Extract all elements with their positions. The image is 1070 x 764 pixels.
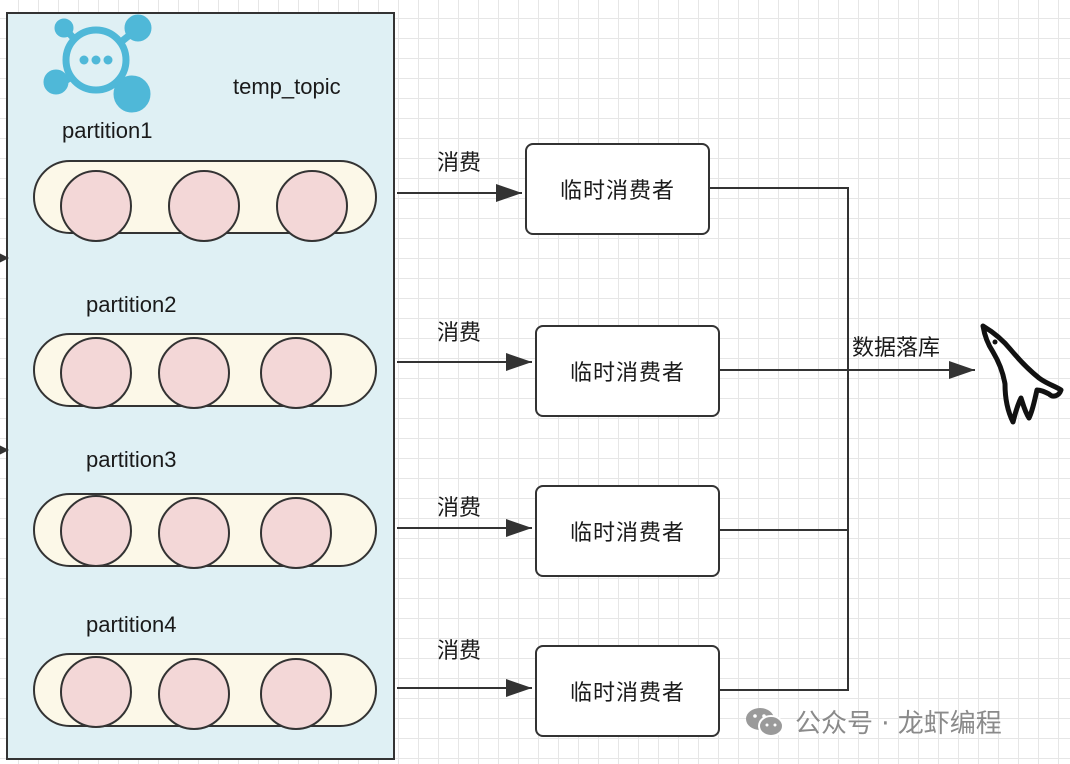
temp-consumer-node: 临时消费者 <box>535 325 720 417</box>
partition-label: partition3 <box>86 447 177 472</box>
mysql-dolphin-icon <box>980 323 1064 425</box>
message-circle <box>60 337 132 409</box>
message-circle <box>260 658 332 730</box>
sink-label: 数据落库 <box>852 336 941 361</box>
message-circle <box>158 497 230 569</box>
message-hub-icon <box>43 14 152 113</box>
message-circle <box>60 495 132 567</box>
topic-name: temp_topic <box>233 74 341 99</box>
consumer-to-bus-line <box>720 370 849 531</box>
message-circle <box>158 337 230 409</box>
temp-consumer-node: 临时消费者 <box>535 645 720 737</box>
message-circle <box>60 656 132 728</box>
message-circle <box>60 170 132 242</box>
consumer-to-bus-line <box>710 187 849 370</box>
message-circle <box>260 337 332 409</box>
partition-label: partition4 <box>86 612 177 637</box>
message-circle <box>260 497 332 569</box>
wechat-icon <box>746 707 784 737</box>
consume-label: 消费 <box>437 321 482 346</box>
temp-consumer-node: 临时消费者 <box>525 143 710 235</box>
consume-label: 消费 <box>437 639 482 664</box>
message-circle <box>158 658 230 730</box>
consume-label: 消费 <box>437 496 482 521</box>
message-circle <box>276 170 348 242</box>
partition-label: partition2 <box>86 292 177 317</box>
watermark-text: 公众号 · 龙虾编程 <box>795 709 1002 739</box>
partition-label: partition1 <box>62 118 153 143</box>
consumer-to-bus-line <box>720 530 849 691</box>
message-circle <box>168 170 240 242</box>
watermark: 公众号 · 龙虾编程 <box>745 703 1002 740</box>
consume-label: 消费 <box>437 151 482 176</box>
temp-consumer-node: 临时消费者 <box>535 485 720 577</box>
